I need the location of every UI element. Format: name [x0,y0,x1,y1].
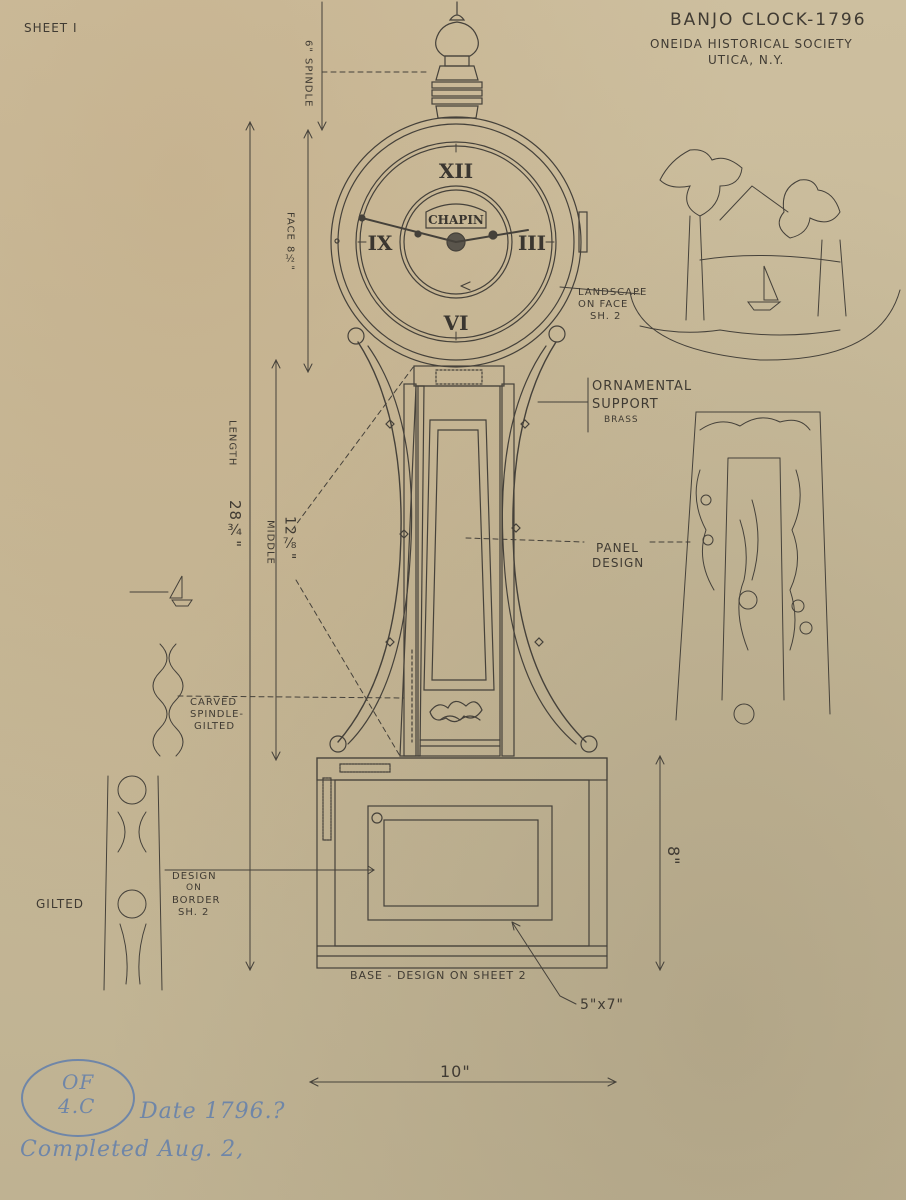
date-note: Date 1796.? [140,1099,286,1124]
clock-head [330,116,588,368]
panel-design-sketch [675,411,831,725]
base-height-dim: 8" [663,846,683,866]
length-label: LENGTH [226,420,238,467]
ornamental-label-2: SUPPORT [592,397,659,412]
panel-size-dim: 5"x7" [580,997,624,1013]
landscape-sketch [629,149,901,361]
border-design-label-2: ON [186,883,202,893]
drawing-title: BANJO CLOCK-1796 [670,10,867,30]
border-design-label-3: BORDER [172,895,221,906]
blue-circle-text-2: 4.C [58,1094,96,1118]
border-design-label-4: SH. 2 [178,907,210,918]
ornamental-label-1: ORNAMENTAL [592,379,693,394]
sheet-label: SHEET I [24,21,78,35]
finial [431,1,483,119]
dial-maker: CHAPIN [428,213,484,227]
length-dim: 28¾" [225,500,244,548]
spindle-dim: 6" [302,40,314,53]
ornamental-label-3: BRASS [604,415,639,425]
gilted-label: GILTED [36,897,85,911]
carved-label-3: GILTED [194,721,236,732]
face-dim: 8½" [284,246,296,271]
numeral-ix: IX [368,231,393,255]
panel-design-label-1: PANEL [596,541,639,555]
landscape-label-3: SH. 2 [590,311,622,322]
numeral-iii: III [518,231,546,255]
carved-label-1: CARVED [190,697,238,708]
landscape-label-1: LANDSCAPE [578,287,648,298]
society-name: ONEIDA HISTORICAL SOCIETY [650,37,853,51]
numeral-xii: XII [439,159,473,183]
spindle-detail [103,643,184,991]
side-arms [329,341,598,753]
carved-label-2: SPINDLE- [190,709,245,720]
blue-circle-text-1: OF [62,1070,95,1094]
panel-design-label-2: DESIGN [592,556,645,570]
spindle-label: SPINDLE [302,58,314,108]
middle-dim: 12⅞" [281,516,298,561]
numeral-vi: VI [443,311,469,335]
base-box [316,757,608,969]
blue-circle [21,1059,135,1137]
face-label: FACE [284,212,296,241]
sailboat-sketch [129,575,193,607]
completed-note: Completed Aug. 2, [20,1137,245,1162]
border-design-label-1: DESIGN [172,871,217,882]
waist [399,383,515,757]
landscape-label-2: ON FACE [578,299,629,310]
dimension-lines [164,1,691,1087]
location-text: UTICA, N.Y. [708,53,785,67]
middle-label: MIDDLE [264,520,276,565]
base-note: BASE - DESIGN ON SHEET 2 [350,969,527,982]
width-dim: 10" [440,1062,471,1081]
